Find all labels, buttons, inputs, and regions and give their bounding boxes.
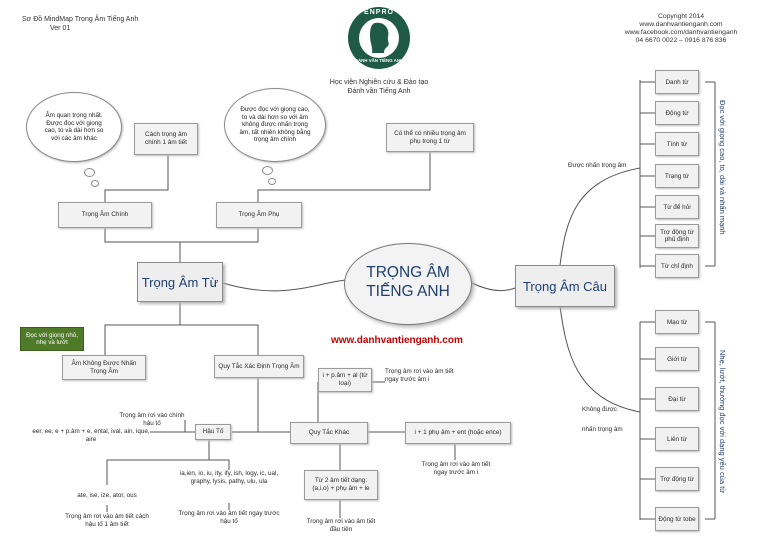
unstressed-item[interactable]: Mạo từ <box>655 310 699 334</box>
rule-two-syllable-note: Trọng âm rơi vào âm tiết đầu tiên <box>306 518 376 533</box>
suffix-list-2-note: Trọng âm rơi vào âm tiết cách hậu tố 1 â… <box>65 513 149 528</box>
multiple-secondary-node[interactable]: Có thể có nhiều trọng âm phụ trong 1 từ <box>386 123 474 152</box>
suffix-node[interactable]: Hậu Tố <box>195 424 231 440</box>
facebook-link[interactable]: www.facebook.com/danhvantienganh <box>624 29 738 36</box>
word-stress-node[interactable]: Trọng Âm Từ <box>137 262 223 302</box>
primary-stress-cloud: Âm quan trọng nhất. Được đọc với giọng c… <box>26 92 122 162</box>
rule-ial-note: Trọng âm rơi vào âm tiết ngay trước âm i <box>385 368 454 383</box>
suffix-list-2: ate, ise, ize, ator, ous <box>77 492 137 499</box>
stressed-item[interactable]: Tính từ <box>655 132 699 156</box>
unstressed-node[interactable]: Âm Không Được Nhấn Trọng Âm <box>62 355 146 380</box>
cloud-bubble <box>268 178 276 185</box>
logo-top-text: ENPRO <box>364 9 394 16</box>
cloud-bubble <box>262 166 273 175</box>
how-stressed-node[interactable]: Cách trọng âm chính 1 âm tiết <box>134 123 198 155</box>
enpro-logo: ENPRO ĐÁNH VẦN TIẾNG ANH <box>346 5 412 71</box>
unstressed-item[interactable]: Liên từ <box>655 427 699 451</box>
primary-stress-node[interactable]: Trọng Âm Chính <box>58 202 152 228</box>
logo-bottom-text: ĐÁNH VẦN TIẾNG ANH <box>354 58 404 63</box>
suffix-note: Trọng âm rơi vào chính hậu tố <box>119 412 185 427</box>
website-text[interactable]: www.danhvantienganh.com <box>331 335 463 346</box>
site-link[interactable]: www.danhvantienganh.com <box>639 21 723 28</box>
other-rules-node[interactable]: Quy Tắc Khác <box>290 422 368 444</box>
suffix-list-3-note: Trọng âm rơi vào âm tiết ngay trước hậu … <box>178 510 280 525</box>
stressed-item[interactable]: Trạng từ <box>655 164 699 188</box>
unstressed-item[interactable]: Động từ tobe <box>655 507 699 531</box>
suffix-list-1: eer, ee, e + p.âm + e, ental, ival, ain,… <box>32 428 150 443</box>
stressed-item[interactable]: Danh từ <box>655 70 699 94</box>
sentence-stress-node[interactable]: Trọng Âm Câu <box>515 265 615 307</box>
secondary-stress-cloud: Được đọc với giọng cao, to và dài hơn so… <box>224 88 326 162</box>
stress-rules-node[interactable]: Quy Tắc Xác Định Trọng Âm <box>214 355 304 378</box>
rule-ent-node[interactable]: i + 1 phụ âm + ent (hoặc ence) <box>405 422 511 444</box>
unstressed-label-2: nhấn trọng âm <box>582 426 623 433</box>
map-title-line1: Sơ Đồ MindMap Trọng Âm Tiếng Anh <box>22 16 139 23</box>
stressed-item[interactable]: Từ để hỏi <box>655 195 699 219</box>
stressed-item[interactable]: Trợ động từ phủ định <box>655 224 699 248</box>
center-line2: TIẾNG ANH <box>366 283 450 300</box>
stressed-vertical-note: Đọc với giọng cao, to, dài và nhấn mạnh <box>718 100 727 235</box>
center-line1: TRỌNG ÂM <box>366 264 450 281</box>
unstressed-item[interactable]: Giới từ <box>655 347 699 371</box>
copyright-text: Copyright 2014 <box>657 13 705 20</box>
cloud-bubble <box>84 168 95 177</box>
unstressed-label-1: Không được <box>582 406 617 413</box>
stressed-label: Được nhấn trọng âm <box>568 162 627 169</box>
center-topic[interactable]: TRỌNG ÂM TIẾNG ANH <box>344 243 472 325</box>
map-title-line2: Ver 01 <box>50 25 71 32</box>
rule-two-syllable-node[interactable]: Từ 2 âm tiết dạng: (a,i,o) + phụ âm + le <box>304 470 378 500</box>
stressed-item[interactable]: Động từ <box>655 101 699 125</box>
secondary-stress-node[interactable]: Trọng Âm Phụ <box>216 202 302 228</box>
org-line2: Đánh vần Tiếng Anh <box>347 88 411 95</box>
org-name: Học viện Nghiên cứu & Đào tạo Đánh vần T… <box>320 78 438 96</box>
enpro-logo-icon <box>348 7 410 69</box>
unstressed-item[interactable]: Đại từ <box>655 387 699 411</box>
unstressed-note: Đọc với giọng nhỏ, nhẹ và lướt <box>20 327 84 351</box>
cloud-bubble <box>91 180 99 187</box>
org-line1: Học viện Nghiên cứu & Đào tạo <box>329 79 429 86</box>
map-title: Sơ Đồ MindMap Trọng Âm Tiếng Anh Ver 01 <box>22 15 138 33</box>
suffix-list-3: ia,ien, io, iu, ity, ify, ish, logy, ic,… <box>179 470 279 485</box>
rule-ent-note: Trọng âm rơi vào âm tiết ngay trước âm i <box>421 461 491 476</box>
unstressed-vertical-note: Nhẹ, lướt, thường đọc với dạng yếu của t… <box>718 350 727 494</box>
phone-numbers: 04 6670 0022 – 0916 876 836 <box>635 37 727 44</box>
rule-ial-node[interactable]: i + p.âm + al (từ loại) <box>318 368 372 392</box>
stressed-item[interactable]: Từ chỉ định <box>655 254 699 278</box>
unstressed-item[interactable]: Trợ động từ <box>655 467 699 491</box>
contact-info: Copyright 2014 www.danhvantienganh.com w… <box>606 13 756 45</box>
